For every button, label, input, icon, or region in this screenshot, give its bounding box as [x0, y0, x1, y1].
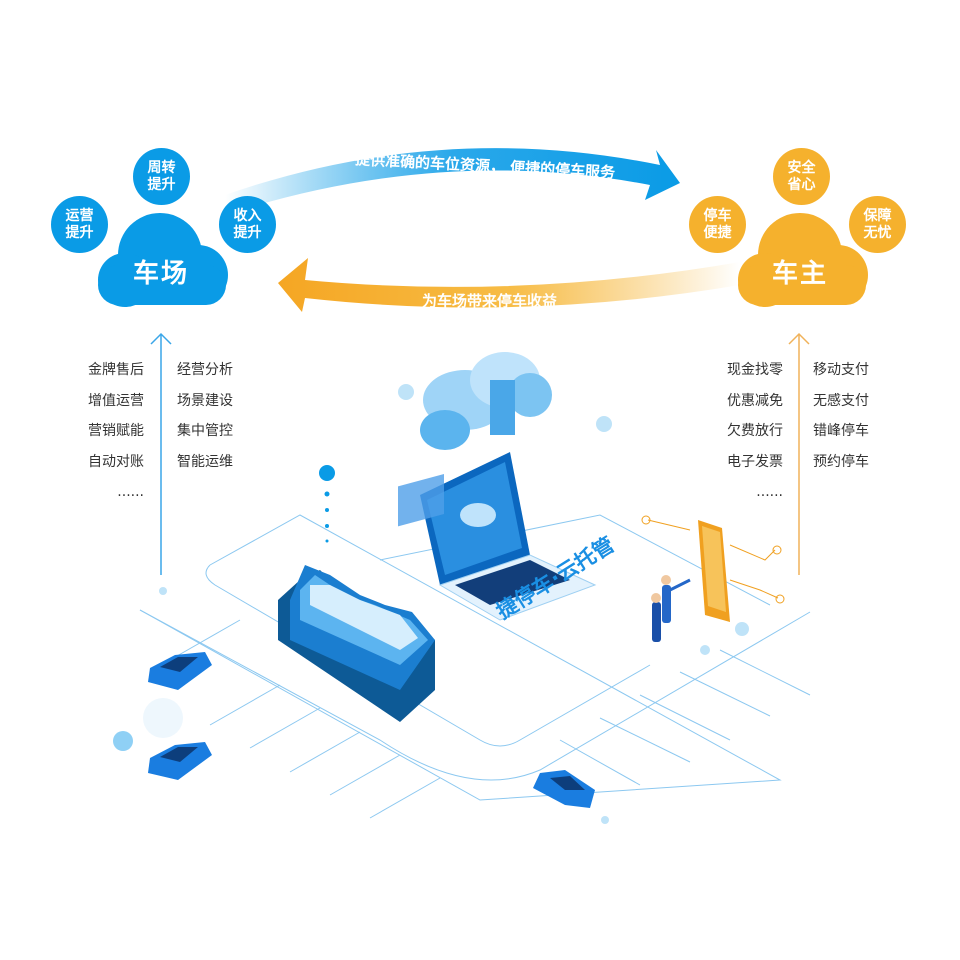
car-owner-features-col1: 现金找零 优惠减免 欠费放行 电子发票 ...... [727, 355, 783, 508]
right-vertical-arrow [788, 332, 810, 575]
feature-item: 场景建设 [177, 392, 233, 409]
dot-trail [319, 465, 335, 543]
parking-lot-cloud [98, 213, 228, 307]
car-icon [148, 652, 212, 690]
parking-lot-title: 车场 [133, 259, 190, 289]
feature-item: 移动支付 [813, 362, 869, 378]
feature-item: 自动对账 [88, 453, 144, 470]
isometric-platform [139, 514, 811, 819]
feature-item: 现金找零 [727, 362, 783, 378]
bubble-operations: 运营提升 [51, 196, 108, 253]
floating-panel [398, 474, 444, 527]
arrow-text-to-lot: 为车场带来停车收益 [422, 292, 558, 310]
bubble-turnover: 周转提升 [133, 148, 190, 205]
decor-dots [113, 384, 749, 824]
feature-item: ...... [756, 484, 783, 500]
phone-connector-lines [641, 515, 785, 604]
data-chart-block-icon [278, 565, 435, 722]
feature-item: 无感支付 [813, 392, 869, 409]
feature-item: 电子发票 [727, 453, 783, 470]
cloud-server-icon [420, 352, 552, 450]
car-owner-cloud [738, 213, 868, 307]
bubble-revenue: 收入提升 [219, 196, 276, 253]
parking-lot-features-col1: 金牌售后 增值运营 营销赋能 自动对账 ...... [88, 355, 144, 508]
feature-item: 经营分析 [177, 362, 233, 378]
left-vertical-arrow [150, 332, 172, 575]
car-icon [533, 770, 595, 808]
bubble-convenient: 停车便捷 [689, 196, 746, 253]
feature-item: ...... [117, 484, 144, 500]
feature-item: 欠费放行 [727, 423, 783, 439]
feature-item: 营销赋能 [88, 423, 144, 439]
car-owner-features-col2: 移动支付 无感支付 错峰停车 预约停车 [813, 355, 869, 477]
bubble-guarantee: 保障无忧 [849, 196, 906, 253]
feature-item: 错峰停车 [813, 423, 869, 439]
arrow-to-lot [278, 258, 740, 312]
car-icon [148, 742, 212, 780]
parking-lot-features-col2: 经营分析 场景建设 集中管控 智能运维 [177, 355, 233, 477]
smartphone-icon [698, 520, 730, 622]
bubble-safe: 安全省心 [773, 148, 830, 205]
feature-item: 金牌售后 [88, 362, 144, 378]
arrow-to-owner [225, 148, 680, 215]
feature-item: 优惠减免 [727, 392, 783, 409]
people-icon [651, 575, 691, 642]
feature-item: 集中管控 [177, 423, 233, 439]
feature-item: 预约停车 [813, 453, 869, 470]
car-owner-title: 车主 [772, 259, 829, 289]
feature-item: 智能运维 [177, 453, 233, 470]
laptop-icon [420, 452, 597, 621]
feature-item: 增值运营 [88, 392, 144, 409]
